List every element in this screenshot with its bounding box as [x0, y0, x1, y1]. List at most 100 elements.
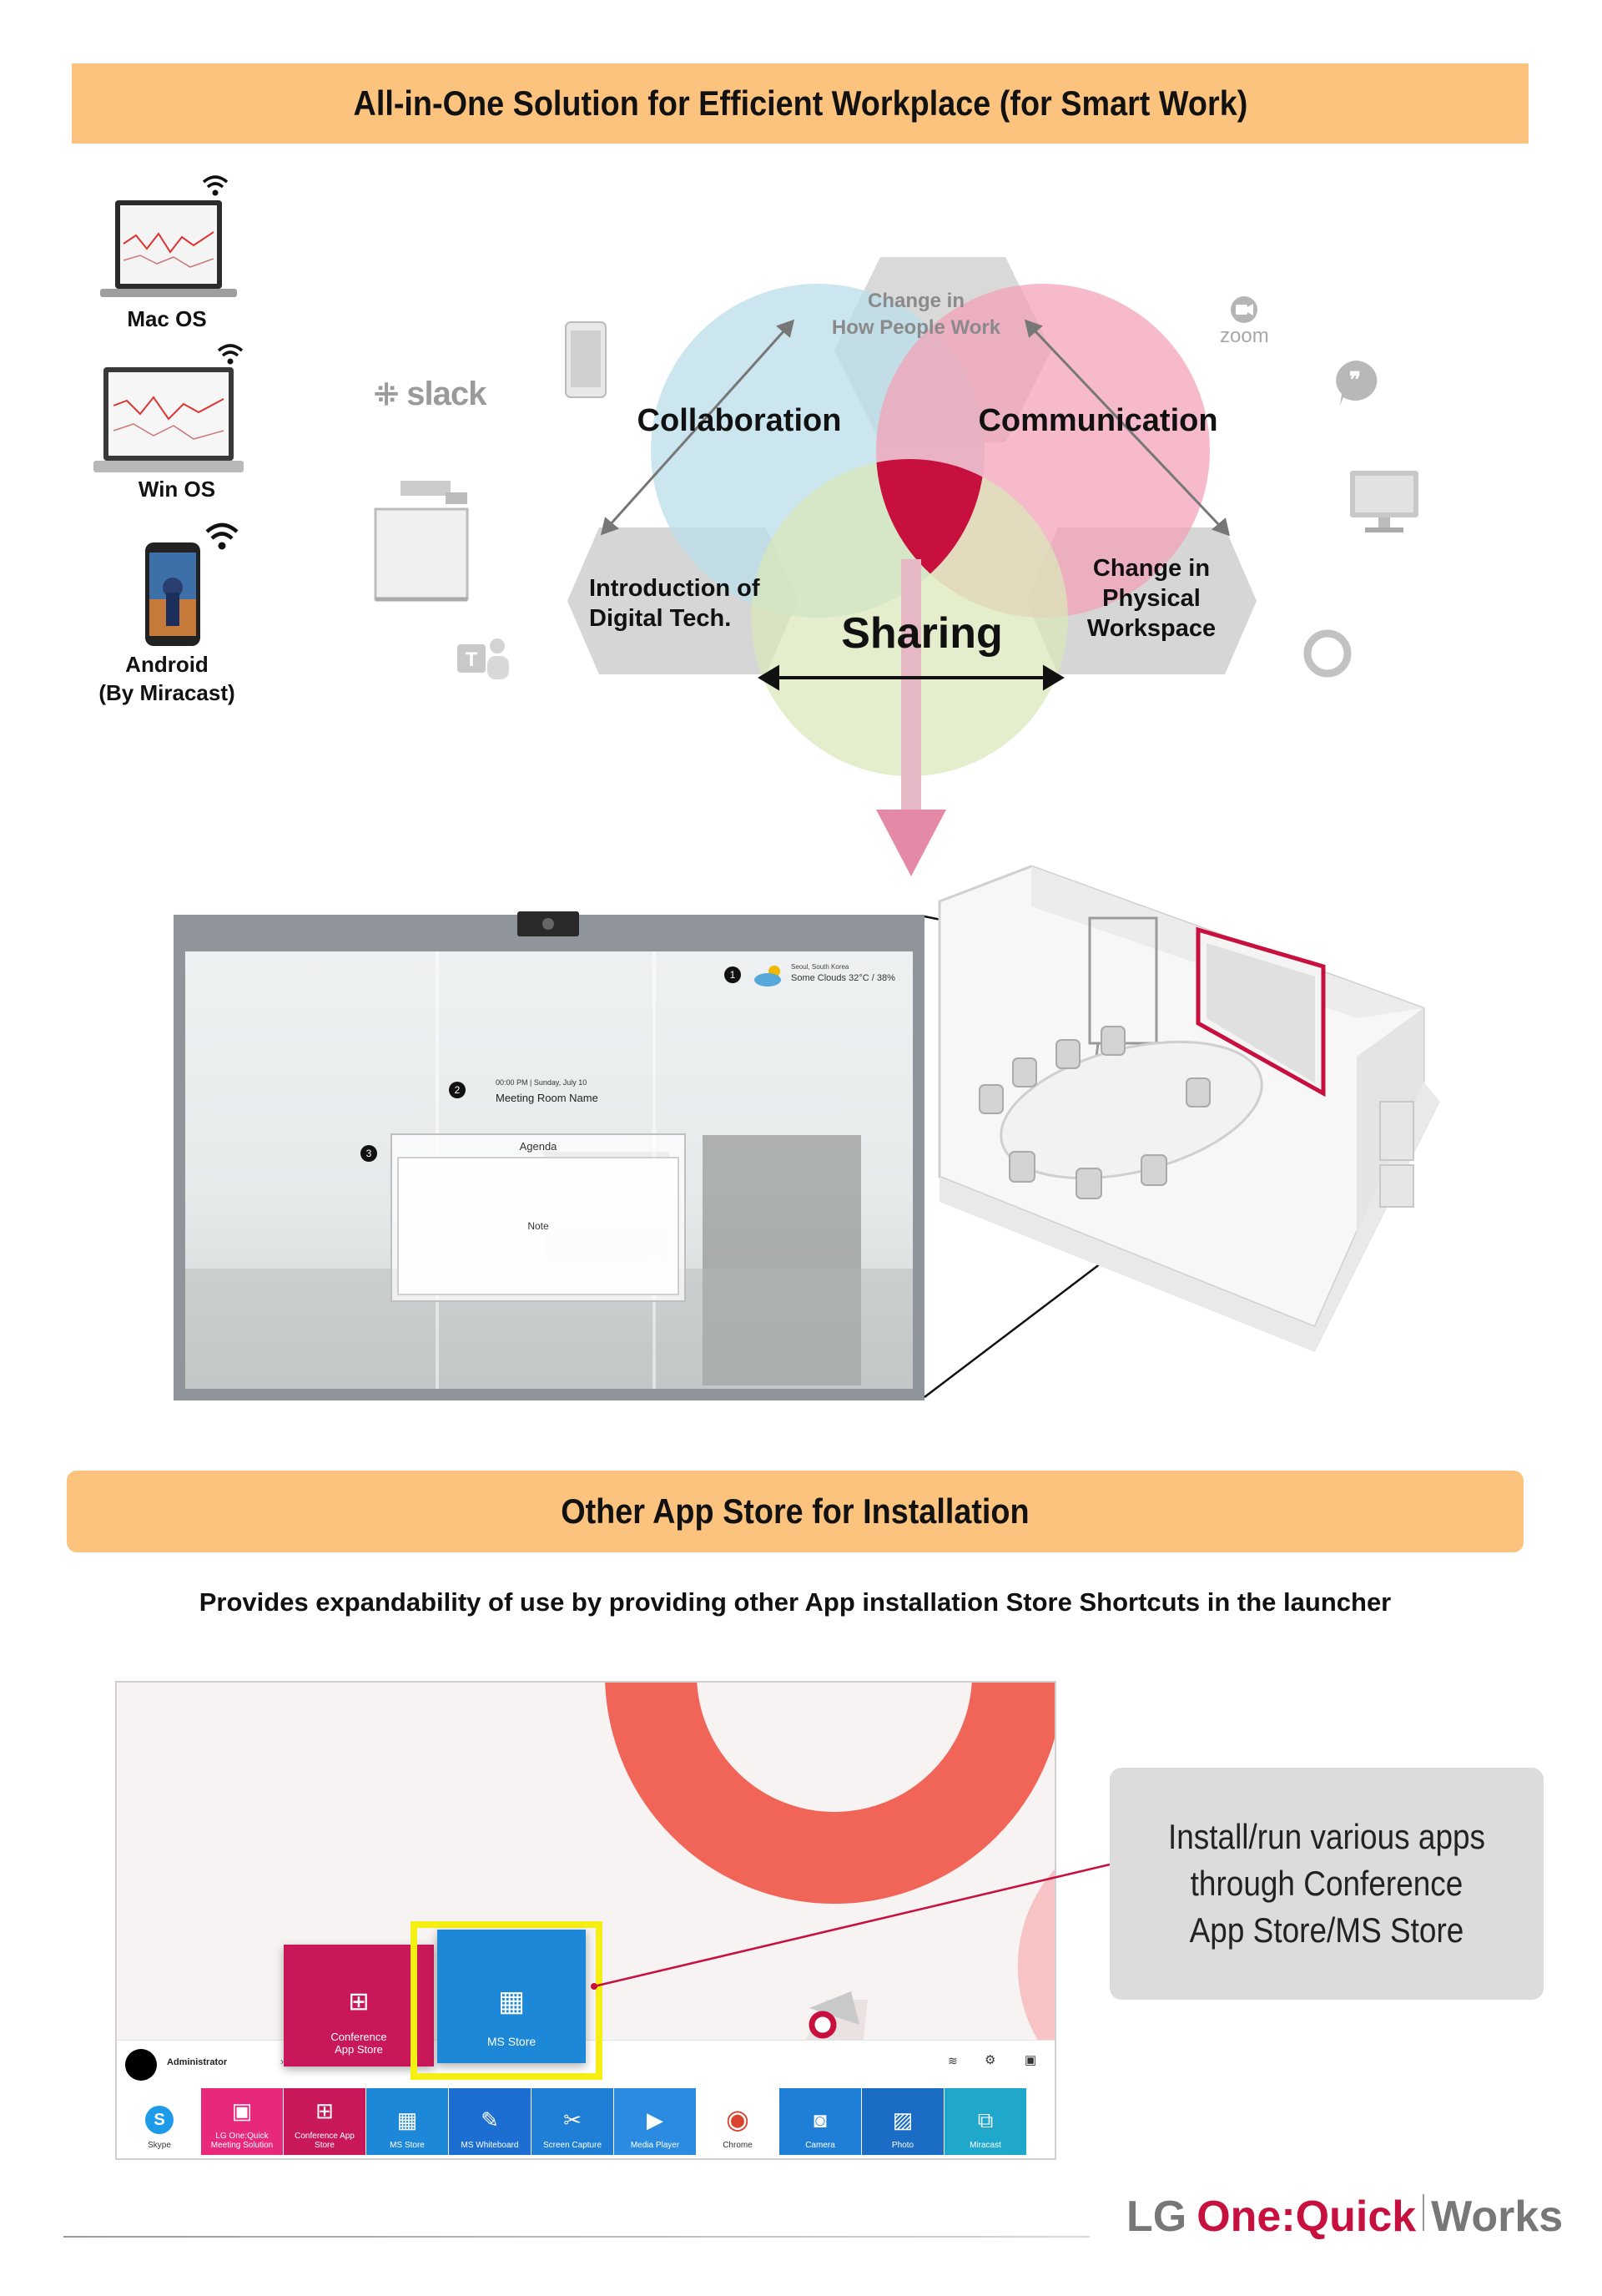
skype-icon: S: [145, 2106, 174, 2134]
section-subtitle: Provides expandability of use by providi…: [199, 1587, 1392, 1617]
agenda-note: Note: [397, 1157, 679, 1295]
store-icon: ⊞: [348, 1988, 370, 2016]
wifi-icon: [217, 344, 244, 365]
projector-board-icon: [374, 481, 469, 602]
taskbar-tile[interactable]: ✎ MS Whiteboard: [449, 2088, 531, 2155]
camera-icon: ◙: [814, 2107, 827, 2132]
down-arrow-shaft: [901, 559, 921, 810]
taskbar-tile[interactable]: ▨ Photo: [862, 2088, 944, 2155]
ms-store-icon: ▦: [497, 1986, 526, 2017]
taskbar-tile[interactable]: ▦ MS Store: [366, 2088, 448, 2155]
capture-icon: ✂: [563, 2107, 582, 2132]
store-icon: ⊞: [315, 2097, 334, 2123]
display-frame: 1 Seoul, South Korea Some Clouds 32°C / …: [174, 911, 924, 1400]
taskbar-tile-label: Miracast: [970, 2141, 1001, 2150]
webex-icon: [1303, 629, 1352, 678]
marker-3: 3: [360, 1145, 377, 1162]
cursor-ring-icon: [809, 2011, 837, 2039]
taskbar-tile[interactable]: ◙ Camera: [779, 2088, 861, 2155]
taskbar-tile-label: Chrome: [723, 2141, 753, 2150]
wifi-icon: [202, 175, 229, 196]
agenda-panel: Agenda Note: [390, 1133, 686, 1302]
screen-icon[interactable]: ▣: [1025, 2053, 1037, 2067]
user-name[interactable]: Administrator: [167, 2057, 228, 2067]
marker-1: 1: [724, 966, 741, 983]
down-arrow-head: [876, 810, 946, 876]
taskbar-tile-label: Skype: [148, 2141, 171, 2150]
teams-icon: T: [457, 638, 509, 679]
taskbar-tile-label: Media Player: [630, 2141, 680, 2150]
chrome-icon: ◉: [726, 2104, 749, 2135]
taskbar-tile[interactable]: S Skype: [118, 2088, 200, 2155]
taskbar-tile-label: MS Whiteboard: [461, 2141, 519, 2150]
zoom-logo: zoom: [1220, 295, 1269, 348]
svg-text:T: T: [466, 648, 478, 671]
taskbar-tile[interactable]: ◉ Chrome: [697, 2088, 778, 2155]
taskbar: S Skype ▣ LG One:Quick Meeting Solution ⊞ Con…: [117, 2083, 1055, 2158]
monitor-icon: ▣: [231, 2097, 253, 2123]
photo-icon: ▨: [892, 2107, 914, 2132]
taskbar-tile-label: Camera: [805, 2141, 835, 2150]
bottom-banner-title: Other App Store for Installation: [561, 1491, 1030, 1531]
weather-desc: Some Clouds 32°C / 38%: [791, 973, 895, 983]
device-label-android: Android (By Miracast): [98, 652, 235, 705]
taskbar-tile-label: MS Store: [390, 2141, 425, 2150]
ms-store-icon: ▦: [396, 2107, 418, 2132]
arrow-right-diag: [1033, 329, 1222, 527]
taskbar-tile-label: Photo: [891, 2141, 914, 2150]
venn-diagram: Collaboration Communication Sharing Intr…: [567, 257, 1257, 876]
taskbar-tile-label: Conference App Store: [295, 2132, 355, 2150]
launcher-screen: Administrator › ≋ ⚙ ▣ S Skype ▣ LG One:Quic…: [115, 1681, 1056, 2160]
taskbar-tile-label: LG One:Quick Meeting Solution: [210, 2132, 274, 2150]
weather-city: Seoul, South Korea: [791, 963, 849, 971]
whiteboard-icon: ✎: [481, 2107, 499, 2132]
wifi-icon[interactable]: ≋: [948, 2054, 958, 2067]
tablet-icon: [565, 321, 607, 398]
svg-text:❞: ❞: [1349, 367, 1361, 392]
meeting-time: 00:00 PM | Sunday, July 10: [496, 1078, 587, 1087]
meeting-room-illustration: [938, 865, 1440, 1352]
laptop-icon: [100, 200, 237, 297]
display-screen: 1 Seoul, South Korea Some Clouds 32°C / …: [185, 951, 913, 1389]
popup-conference-app-store[interactable]: ⊞ Conference App Store: [284, 1945, 434, 2066]
meeting-name: Meeting Room Name: [496, 1092, 598, 1104]
taskbar-tile[interactable]: ▶ Media Player: [614, 2088, 696, 2155]
laptop-icon: [93, 367, 244, 472]
device-label-win: Win OS: [138, 477, 216, 502]
marker-2: 2: [449, 1082, 466, 1098]
chair-silhouette: [703, 1135, 861, 1385]
slack-logo: ⁜ slack: [374, 376, 486, 412]
taskbar-tile[interactable]: ⧉Miracast: [945, 2088, 1026, 2155]
chevron-right-icon[interactable]: ›: [280, 2056, 284, 2067]
label-collaboration: Collaboration: [637, 403, 842, 438]
label-sharing: Sharing: [841, 609, 1003, 658]
avatar[interactable]: [125, 2049, 157, 2081]
label-communication: Communication: [978, 403, 1217, 438]
taskbar-tile[interactable]: ✂ Screen Capture: [531, 2088, 613, 2155]
wifi-icon: [205, 522, 239, 550]
popup-ms-store[interactable]: ▦ MS Store: [437, 1930, 586, 2063]
zoom-icon: [1231, 296, 1258, 323]
top-banner: All-in-One Solution for Efficient Workpl…: [72, 63, 1529, 144]
device-label-mac: Mac OS: [127, 306, 207, 331]
bottom-banner: Other App Store for Installation: [67, 1471, 1524, 1552]
arrow-left-diag: [607, 329, 786, 527]
taskbar-tile-label: Screen Capture: [542, 2141, 602, 2150]
taskbar-tile[interactable]: ▣ LG One:Quick Meeting Solution: [201, 2088, 283, 2155]
play-icon: ▶: [647, 2107, 663, 2132]
brand-logo: LG One:Quick Works: [1126, 2193, 1564, 2241]
callout-box: Install/run various apps through Confere…: [1110, 1768, 1544, 2000]
smartphone-icon: [145, 542, 200, 646]
weather-cloud-icon: [754, 966, 781, 987]
callout-line: [591, 1863, 1111, 1990]
chat-bubble-icon: ❞: [1336, 360, 1378, 406]
top-banner-title: All-in-One Solution for Efficient Workpl…: [353, 83, 1247, 123]
footer-divider: [63, 2236, 1090, 2238]
taskbar-tile[interactable]: ⊞ Conference App Store: [284, 2088, 365, 2155]
slack-icon: ⁜: [374, 377, 399, 411]
settings-icon[interactable]: ⚙: [985, 2053, 996, 2067]
camera-bar: [517, 911, 579, 936]
